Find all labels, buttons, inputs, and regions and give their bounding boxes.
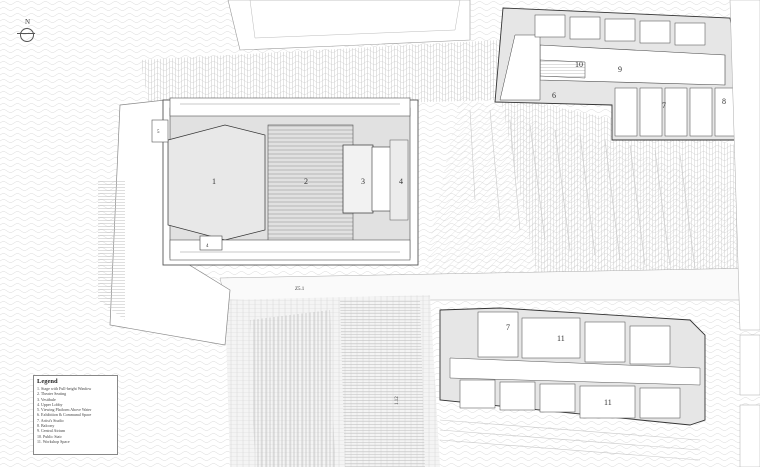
north-cross-icon [17, 33, 35, 34]
label-workshop-bottom: 11 [604, 398, 612, 407]
legend-item: 2. Theater Seating [37, 391, 67, 397]
label-studio-studio: 7 [662, 101, 666, 110]
workshop-building: 7 11 11 [439, 307, 706, 426]
level-mark-2: 1.12 [395, 396, 400, 405]
studio-building: 6 9 10 7 8 [494, 7, 741, 141]
label-viewing-platform: 5 [157, 130, 160, 135]
studio-exhibition [499, 34, 541, 101]
pier-left-deck [98, 180, 125, 320]
workshop-rooms-bottom [459, 379, 681, 419]
legend-item: 11. Workshop Space [37, 438, 70, 444]
east-blocks [739, 334, 760, 467]
theater-top-band [169, 97, 411, 117]
viewing-platform [151, 119, 169, 143]
theater-stage [167, 124, 266, 241]
theater-vestibule [342, 144, 374, 214]
top-block [227, 0, 471, 51]
bottom-left-room [199, 235, 223, 251]
theater-bottom-band [169, 239, 411, 261]
label-studio-balcony: 8 [722, 97, 726, 106]
top-block-inner [249, 0, 461, 39]
legend-item: 5. Viewing Platform Above Water [37, 407, 92, 413]
label-bottom-left-room: 4 [206, 244, 209, 249]
label-workshop-studio: 7 [506, 323, 510, 332]
theater-building: 1 2 3 4 5 4 [151, 97, 419, 266]
label-studio-atrium: 9 [618, 65, 622, 74]
legend-item: 3. Vestibule [37, 396, 56, 402]
studio-rooms-top [534, 14, 706, 46]
paving-east [500, 95, 760, 290]
theater-seating [267, 124, 354, 244]
south-strips [439, 419, 701, 461]
north-circle-icon [20, 28, 34, 42]
east-road [729, 0, 760, 331]
theater-lobby [389, 139, 409, 221]
label-studio-exhibition: 6 [552, 91, 556, 100]
diagonal-strips [469, 109, 696, 269]
north-arrow: N [17, 18, 43, 50]
legend-item: 8. Balcony [37, 423, 55, 429]
label-stage: 1 [212, 177, 216, 186]
label-studio-stair: 10 [575, 60, 583, 69]
label-workshop-top: 11 [557, 334, 565, 343]
label-seating: 2 [304, 177, 308, 186]
studio-rooms-bottom [614, 87, 736, 137]
legend: Legend 1. Stage with Full-height Window … [33, 375, 118, 455]
workshop-corridor [449, 357, 701, 386]
legend-item: 7. Artist's Studio [37, 417, 64, 423]
stepped-seating-2 [340, 300, 425, 467]
legend-item: 9. Central Atrium [37, 428, 66, 434]
legend-item: 10. Public Stair [37, 433, 62, 439]
legend-item: 4. Upper Lobby [37, 401, 63, 407]
workshop-rooms-top [477, 311, 671, 365]
legend-item: 1. Stage with Full-height Window [37, 386, 92, 391]
label-lobby: 4 [399, 177, 403, 186]
legend-item: 6. Exhibition & Communal Space [37, 412, 92, 418]
paving-north [140, 40, 500, 110]
stepped-seating [250, 310, 335, 467]
level-mark-1: Z5.1 [295, 287, 305, 292]
legend-title: Legend [37, 378, 58, 385]
north-label: N [25, 18, 31, 26]
label-vestibule: 3 [361, 177, 365, 186]
